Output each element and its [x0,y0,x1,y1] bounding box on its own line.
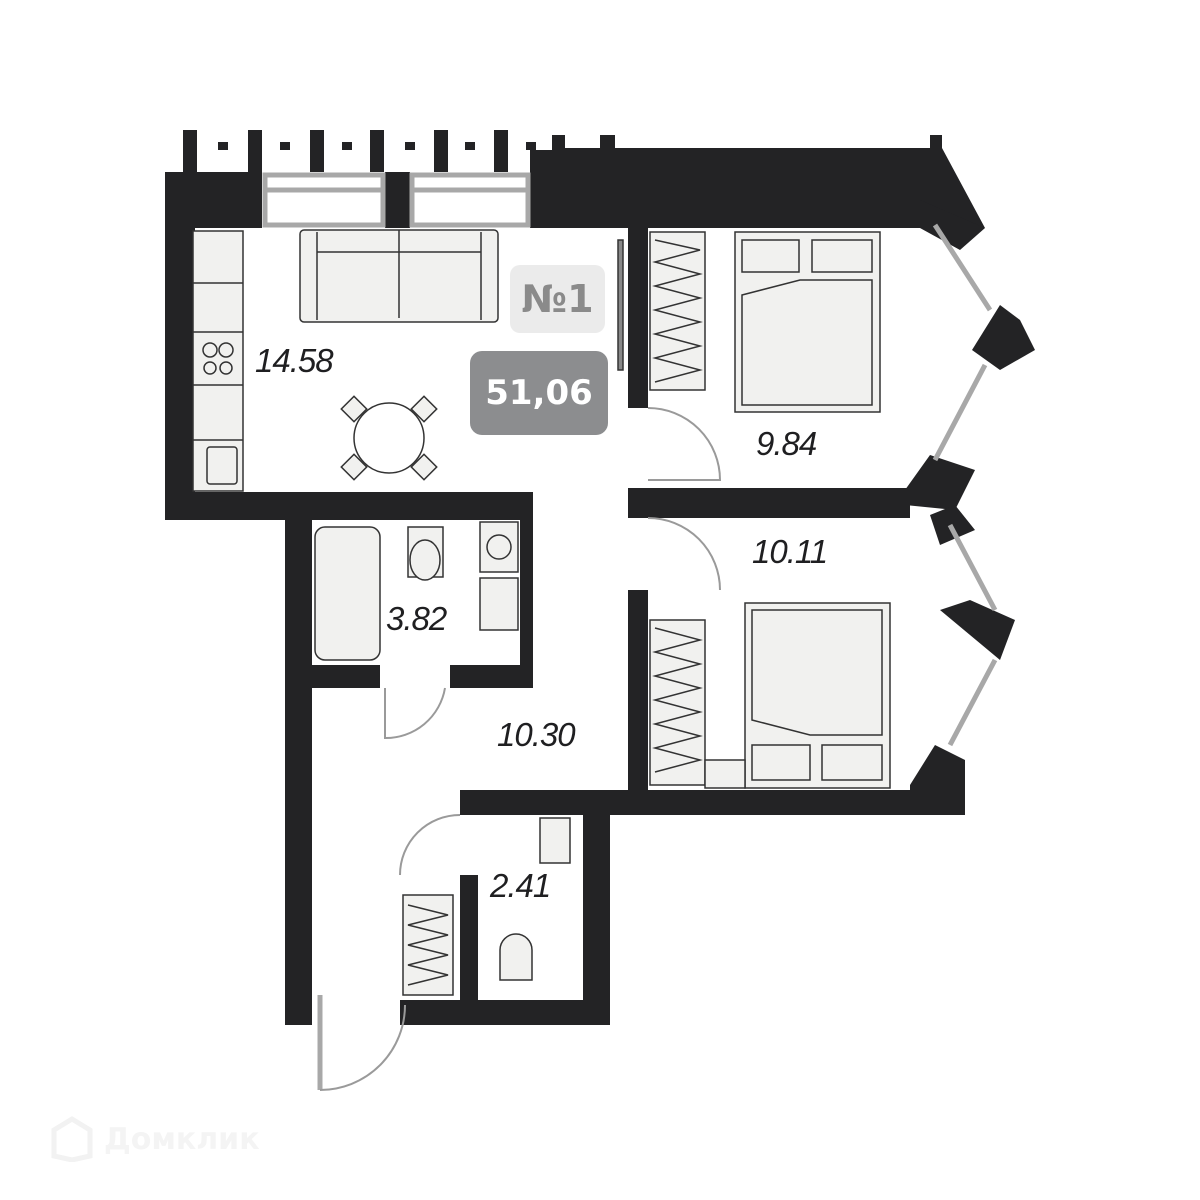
tv [617,239,624,371]
room-area-bedroom-1: 9.84 [756,425,817,462]
walls [165,130,1035,1025]
room-area-bathroom: 3.82 [386,600,447,637]
house-logo-icon [51,1116,93,1162]
bathtub [314,526,381,661]
apartment-number-badge: №1 [510,265,605,333]
stove-icon [202,342,234,375]
sink-icon [206,446,238,485]
room-area-kitchen: 14.58 [255,342,334,379]
total-area-badge: 51,06 [470,351,608,435]
room-area-bedroom-2: 10.11 [752,533,828,570]
hall-wardrobe [402,894,454,996]
furniture [192,229,891,996]
room-area-toilet: 2.41 [490,867,551,904]
watermark-logo: Домклик [50,1116,260,1162]
watermark-text: Домклик [104,1121,260,1157]
windows [262,172,998,1090]
room-area-hallway: 10.30 [497,716,576,753]
bathroom-sink [479,577,519,631]
wc-toilet [499,933,533,981]
wc-sink [539,817,571,864]
dining-table [353,402,425,474]
wardrobe-2 [649,619,706,786]
doors[interactable] [319,407,722,1091]
